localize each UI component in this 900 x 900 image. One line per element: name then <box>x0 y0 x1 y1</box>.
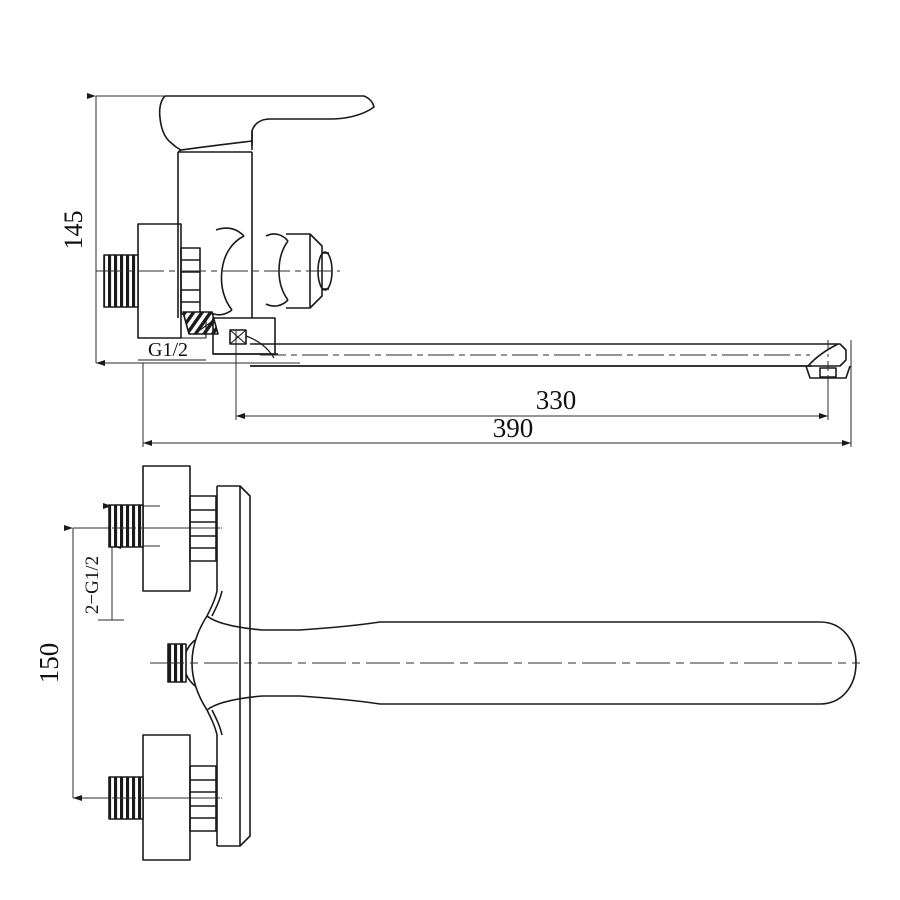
spout-tube <box>250 343 847 367</box>
view-side-elevation: 145 <box>59 93 852 447</box>
witness-lines-top-view <box>96 95 852 447</box>
inlet-assembly-lower <box>108 734 222 861</box>
lever-handle <box>158 95 375 153</box>
spout-elbow <box>212 317 278 359</box>
witness-lines-bottom-view <box>73 505 220 799</box>
dimension-label-390: 390 <box>493 413 534 443</box>
dimension-label-145: 145 <box>59 211 88 250</box>
thread-callout-g12 <box>138 318 215 361</box>
inlet-thread-left <box>103 254 139 308</box>
thread-detail-diagonal <box>182 311 219 335</box>
knurled-ring-left <box>180 247 201 315</box>
dimension-label-330: 330 <box>536 385 577 415</box>
inlet-flange-left <box>137 223 182 339</box>
inlet-assembly-upper <box>108 465 222 592</box>
mixer-body-front <box>216 485 251 847</box>
thread-callout-label-g12: G1/2 <box>148 339 188 361</box>
dimension-label-2-g12: 2−G1/2 <box>82 556 103 614</box>
view-front-elevation: 150 2−G1/2 <box>34 465 860 861</box>
inlet-thread-upper <box>108 504 144 548</box>
mixer-body-block <box>177 151 253 318</box>
dimension-label-150: 150 <box>34 643 64 684</box>
